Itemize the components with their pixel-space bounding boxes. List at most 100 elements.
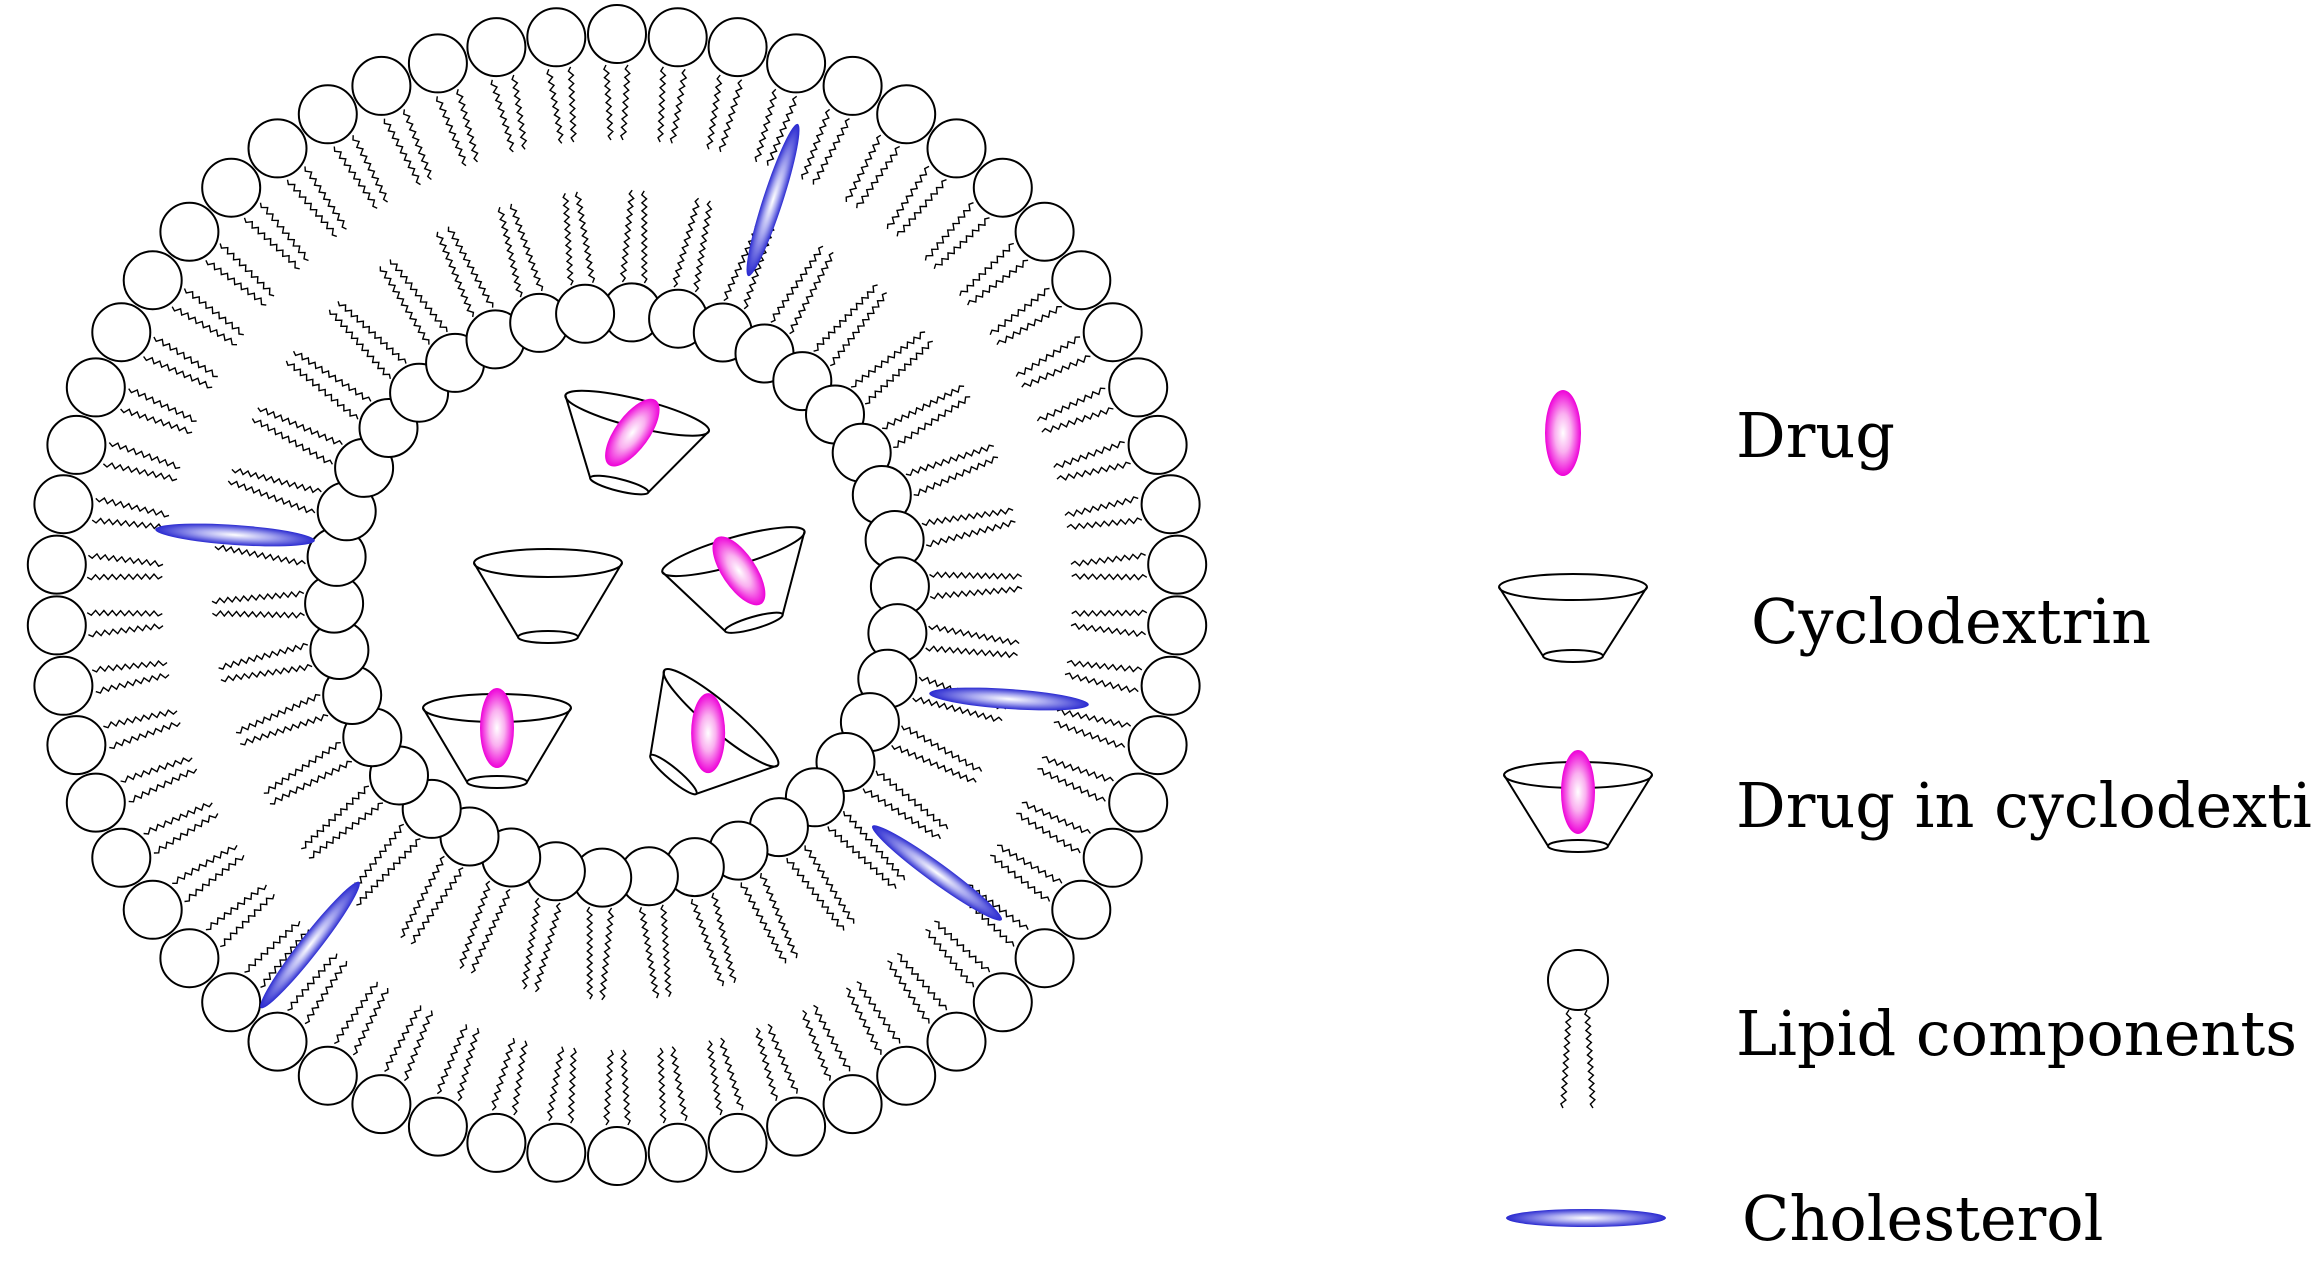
- outer-lipid: [647, 7, 708, 144]
- lipid-head: [247, 118, 308, 179]
- outer-lipid: [91, 302, 218, 389]
- inner-lipid: [851, 444, 999, 525]
- lipid-tail: [227, 480, 316, 514]
- lipid-tail: [740, 882, 787, 964]
- lipid-tail: [934, 920, 991, 973]
- lipid-tail: [670, 1046, 688, 1121]
- lipid-tail: [640, 190, 648, 284]
- lipid-head: [1127, 414, 1188, 475]
- lipid-tail: [603, 1049, 614, 1126]
- lipid-head: [526, 1122, 587, 1183]
- lipid-tail: [804, 845, 855, 924]
- lipid-tail: [719, 1037, 744, 1111]
- drug: [712, 536, 766, 606]
- lipid-tail: [211, 590, 305, 605]
- lipid-tail: [900, 725, 983, 772]
- outer-lipid: [466, 1037, 528, 1173]
- lipid-tail: [718, 79, 743, 153]
- outer-lipid: [297, 981, 389, 1106]
- outer-lipid: [466, 17, 528, 153]
- drug: [605, 398, 660, 467]
- lipid-tail: [389, 259, 448, 333]
- lipid-tail: [447, 226, 494, 308]
- lipid-tail: [893, 396, 971, 448]
- legend-item-cyclodextrin: Cyclodextrin: [1498, 573, 2151, 663]
- lipid-head: [1108, 772, 1169, 833]
- lipid-tail: [1071, 609, 1148, 617]
- lipid-tail: [1064, 672, 1139, 694]
- lipid-head: [159, 201, 220, 262]
- lipid-tail: [882, 385, 965, 430]
- legend-label-lipid: Lipid components: [1736, 997, 2297, 1070]
- lipid-tail: [767, 1023, 799, 1094]
- lipid-head: [587, 4, 647, 64]
- outer-lipid: [159, 884, 275, 989]
- lipid-head: [122, 250, 183, 311]
- lipid-tail: [435, 96, 467, 167]
- lipid-tail: [850, 331, 926, 388]
- lipid-tail: [356, 838, 421, 906]
- lipid-head: [297, 84, 358, 145]
- lipid-head: [1082, 827, 1143, 888]
- outer-lipid: [1064, 474, 1201, 535]
- lipid-tail: [86, 573, 163, 581]
- inner-lipid: [869, 556, 1023, 617]
- outer-lipid: [887, 952, 987, 1072]
- lipid-tail: [743, 221, 775, 310]
- lipid-tail: [967, 884, 1029, 930]
- cholesterol: [929, 687, 1089, 711]
- outer-lipid: [1053, 708, 1188, 776]
- lipid-tail: [383, 118, 421, 186]
- outer-lipid: [247, 118, 347, 238]
- lipid-tail: [1053, 440, 1125, 469]
- lipid-tail: [87, 552, 164, 568]
- outer-lipid: [924, 157, 1033, 270]
- lipid-head: [766, 33, 827, 94]
- cyclodextrin-icon: [1498, 573, 1648, 663]
- lipid-tail: [384, 1005, 422, 1072]
- cholesterol: [155, 523, 315, 547]
- lipid-head: [876, 1045, 937, 1106]
- lipid-tail: [120, 757, 193, 783]
- lipid-tail: [1021, 801, 1091, 834]
- lipid-head: [33, 474, 94, 535]
- lipid-tail: [843, 810, 906, 881]
- outer-lipid: [959, 201, 1075, 306]
- lipid-tail: [754, 88, 778, 163]
- outer-lipid: [989, 250, 1112, 346]
- outer-lipid: [802, 1004, 883, 1135]
- cholesterol-icon: [1506, 1209, 1666, 1227]
- outer-lipid: [755, 1023, 827, 1157]
- lipid-tail: [672, 197, 700, 288]
- lipid-tail: [856, 145, 901, 209]
- cholesterol: [260, 881, 360, 1009]
- lipid-tail: [143, 356, 213, 389]
- lipid-tail: [91, 660, 168, 673]
- outer-lipid: [1036, 357, 1169, 433]
- lipid-tail: [924, 202, 974, 261]
- lipid-tail: [220, 663, 313, 683]
- lipid-tail: [214, 544, 306, 566]
- lipid-tail: [400, 855, 445, 939]
- lipid-tail: [352, 135, 388, 203]
- lipid-tail: [470, 888, 511, 974]
- lipid-tail: [205, 884, 267, 931]
- lipid-tail: [184, 855, 245, 903]
- lipid-tail: [263, 742, 341, 794]
- legend: Drug Cyclodextrin Drug in cyclodextin: [1498, 390, 2313, 1255]
- lipid-tail: [574, 191, 596, 284]
- lipid-tail: [456, 1027, 480, 1102]
- inner-lipid: [521, 841, 586, 993]
- outer-lipid: [846, 981, 937, 1106]
- outer-lipid: [201, 157, 309, 270]
- lipid-tail: [337, 301, 407, 364]
- lipid-tail: [905, 444, 994, 477]
- lipid-tail: [1036, 387, 1106, 422]
- drug: [691, 693, 726, 774]
- lipid-head: [122, 879, 183, 940]
- lipid-tail: [929, 571, 1022, 580]
- lipid-head: [707, 17, 768, 78]
- lipid-tail: [292, 350, 372, 402]
- cyclodextrin: [473, 548, 623, 644]
- lipid-tail: [128, 388, 197, 423]
